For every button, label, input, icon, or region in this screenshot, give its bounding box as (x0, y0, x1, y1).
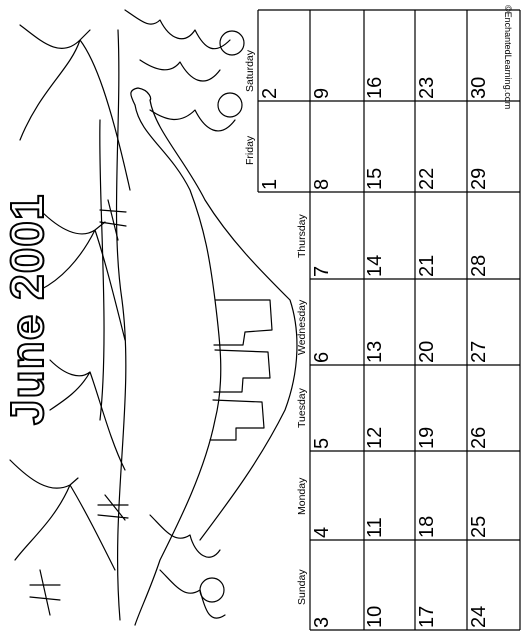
dinosaur-body (134, 104, 222, 626)
dragonfly (29, 569, 61, 616)
dragonfly (97, 494, 129, 521)
weekday-sunday: Sunday (296, 569, 308, 605)
credit-text: ©EnchantedLearning.com (503, 5, 513, 110)
day-cell: 29 (468, 167, 490, 190)
day-cell: 23 (416, 76, 438, 99)
day-cell: 25 (468, 515, 490, 538)
day-cell: 18 (416, 515, 438, 538)
pterosaur (49, 359, 126, 471)
dragonfly (99, 199, 127, 241)
day-cell: 4 (311, 526, 333, 538)
day-cell: 22 (416, 167, 438, 190)
day-cell: 6 (311, 351, 333, 363)
ground-line (99, 119, 105, 421)
day-cell: 14 (364, 254, 386, 277)
day-cell: 5 (311, 437, 333, 449)
day-cell: 24 (468, 605, 490, 628)
weekday-wednesday: Wednesday (296, 299, 308, 355)
dinosaur-leg (213, 299, 273, 346)
dinosaur-leg (209, 399, 265, 441)
weekday-friday: Friday (244, 135, 256, 165)
day-cell: 8 (311, 178, 333, 190)
day-cell: 15 (364, 167, 386, 190)
weekday-thursday: Thursday (296, 214, 308, 258)
day-cell: 9 (311, 87, 333, 99)
plant (139, 59, 221, 82)
plant (124, 9, 231, 50)
day-cell: 20 (416, 340, 438, 363)
pterosaur (9, 459, 116, 571)
day-cell: 30 (468, 76, 490, 99)
day-cell: 16 (364, 76, 386, 99)
day-cell: 11 (364, 517, 386, 538)
weekday-monday: Monday (296, 477, 308, 515)
day-cell: 27 (468, 340, 490, 363)
day-cell: 26 (468, 426, 490, 449)
day-cell: 3 (311, 616, 333, 628)
dinosaur-neck (130, 87, 152, 106)
plant (149, 109, 236, 132)
dinosaur-body (149, 99, 298, 541)
day-cell: 7 (311, 265, 333, 277)
pterosaur (19, 24, 131, 191)
day-cell: 13 (364, 340, 386, 363)
plant-fruit (199, 577, 225, 603)
page-title: June 2001 (0, 193, 54, 426)
day-cell: 21 (416, 254, 438, 277)
weekday-tuesday: Tuesday (296, 388, 308, 428)
day-cell: 2 (259, 87, 281, 99)
day-cell: 12 (364, 426, 386, 449)
plant-fruit (217, 92, 243, 118)
plant-fruit (219, 30, 245, 56)
day-cell: 28 (468, 254, 490, 277)
plant (149, 514, 221, 558)
pterosaur (39, 209, 126, 341)
day-cell: 17 (416, 605, 438, 628)
dinosaur-leg (213, 349, 271, 393)
day-cell: 19 (416, 426, 438, 449)
day-cell: 1 (259, 178, 281, 190)
day-cell: 10 (364, 605, 386, 628)
weekday-saturday: Saturday (244, 49, 256, 92)
